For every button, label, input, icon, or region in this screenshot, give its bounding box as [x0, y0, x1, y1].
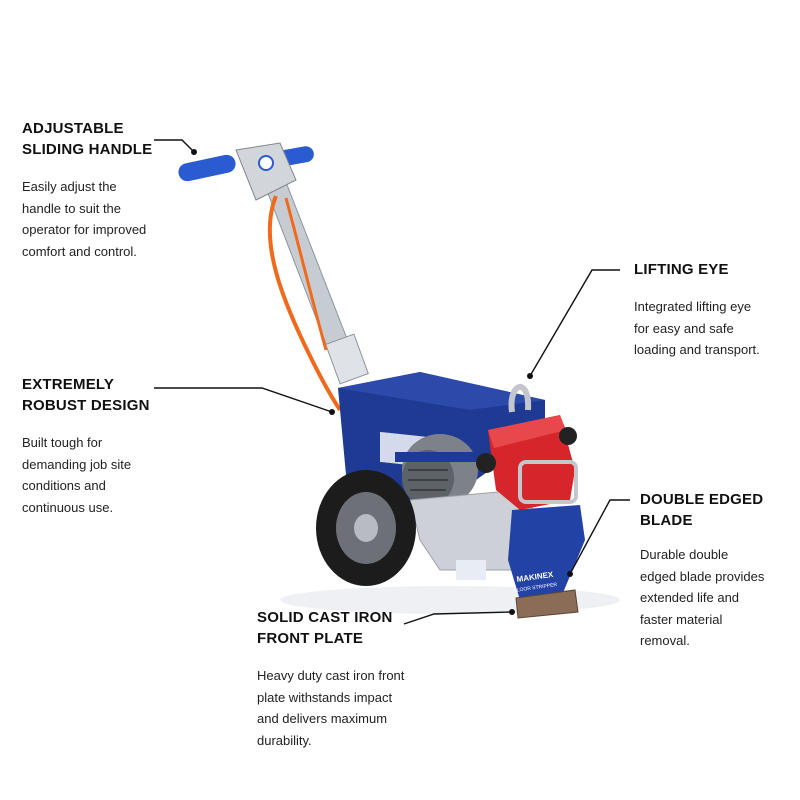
- callout-solid-cast-iron-front-plate: SOLID CAST IRON FRONT PLATE Heavy duty c…: [257, 607, 437, 751]
- motor: [395, 434, 485, 506]
- callout-double-edged-blade: DOUBLE EDGED BLADE Durable double edged …: [640, 489, 800, 652]
- title-line: ADJUSTABLE: [22, 120, 124, 137]
- desc-line: Integrated lifting eye: [634, 299, 752, 314]
- title-line: SLIDING HANDLE: [22, 141, 153, 158]
- desc-line: Durable double: [640, 547, 729, 562]
- leader-blade: [569, 499, 630, 575]
- callout-description: Easily adjust the handle to suit the ope…: [22, 176, 192, 262]
- desc-line: comfort and control.: [22, 243, 137, 259]
- leader-robust: [154, 387, 333, 413]
- control-box: [235, 142, 297, 201]
- desc-line: demanding job site: [22, 456, 132, 472]
- desc-line: durability.: [257, 732, 312, 748]
- leader-lines: [154, 139, 630, 625]
- leader-dots: [191, 149, 573, 615]
- desc-line: loading and transport.: [634, 342, 760, 357]
- desc-line: Built tough for: [22, 435, 103, 450]
- desc-line: plate withstands impact: [257, 689, 393, 705]
- callout-description: Built tough for demanding job site condi…: [22, 432, 182, 518]
- callout-lifting-eye: LIFTING EYE Integrated lifting eye for e…: [634, 259, 794, 361]
- desc-line: Easily adjust the: [22, 179, 117, 194]
- lifting-eye: [508, 384, 532, 413]
- callout-description: Integrated lifting eye for easy and safe…: [634, 296, 794, 361]
- callout-extremely-robust-design: EXTREMELY ROBUST DESIGN Built tough for …: [22, 374, 182, 518]
- title-line: EXTREMELY: [22, 376, 115, 393]
- callout-description: Heavy duty cast iron front plate withsta…: [257, 665, 437, 751]
- leader-lifting-eye: [529, 269, 620, 377]
- desc-line: extended life and: [640, 590, 740, 605]
- desc-line: operator for improved: [22, 222, 147, 237]
- desc-line: removal.: [640, 633, 690, 648]
- desc-line: edged blade provides: [640, 568, 765, 584]
- sliding-handle: [178, 142, 369, 385]
- wheel: [316, 470, 416, 586]
- left-grip: [178, 154, 236, 182]
- callout-title: ADJUSTABLE SLIDING HANDLE: [22, 118, 192, 160]
- callout-title: SOLID CAST IRON FRONT PLATE: [257, 607, 437, 649]
- callout-title: LIFTING EYE: [634, 259, 794, 280]
- power-cable: [267, 195, 342, 412]
- leader-handle: [154, 139, 195, 153]
- desc-line: and delivers maximum: [257, 711, 388, 726]
- title-line: ROBUST DESIGN: [22, 397, 150, 414]
- callout-adjustable-sliding-handle: ADJUSTABLE SLIDING HANDLE Easily adjust …: [22, 118, 192, 262]
- callout-description: Durable double edged blade provides exte…: [640, 544, 800, 652]
- leader-front-plate: [403, 611, 513, 625]
- knob-left: [476, 453, 496, 473]
- double-edged-blade: [515, 589, 579, 619]
- callout-title: DOUBLE EDGED BLADE: [640, 489, 800, 531]
- desc-line: handle to suit the: [22, 200, 122, 216]
- desc-line: Heavy duty cast iron front: [257, 668, 405, 683]
- desc-line: for easy and safe: [634, 320, 734, 336]
- red-guard: [488, 415, 578, 510]
- title-line: DOUBLE EDGED: [640, 491, 764, 508]
- knob-right: [559, 427, 577, 445]
- title-line: SOLID CAST IRON: [257, 609, 393, 626]
- title-line: BLADE: [640, 512, 693, 529]
- desc-line: continuous use.: [22, 499, 114, 515]
- title-line: LIFTING EYE: [634, 261, 729, 278]
- desc-line: conditions and: [22, 478, 106, 493]
- callout-title: EXTREMELY ROBUST DESIGN: [22, 374, 182, 416]
- cast-iron-front-plate: MAKINEX FLOOR STRIPPER: [456, 505, 585, 600]
- title-line: FRONT PLATE: [257, 630, 364, 647]
- desc-line: faster material: [640, 611, 723, 627]
